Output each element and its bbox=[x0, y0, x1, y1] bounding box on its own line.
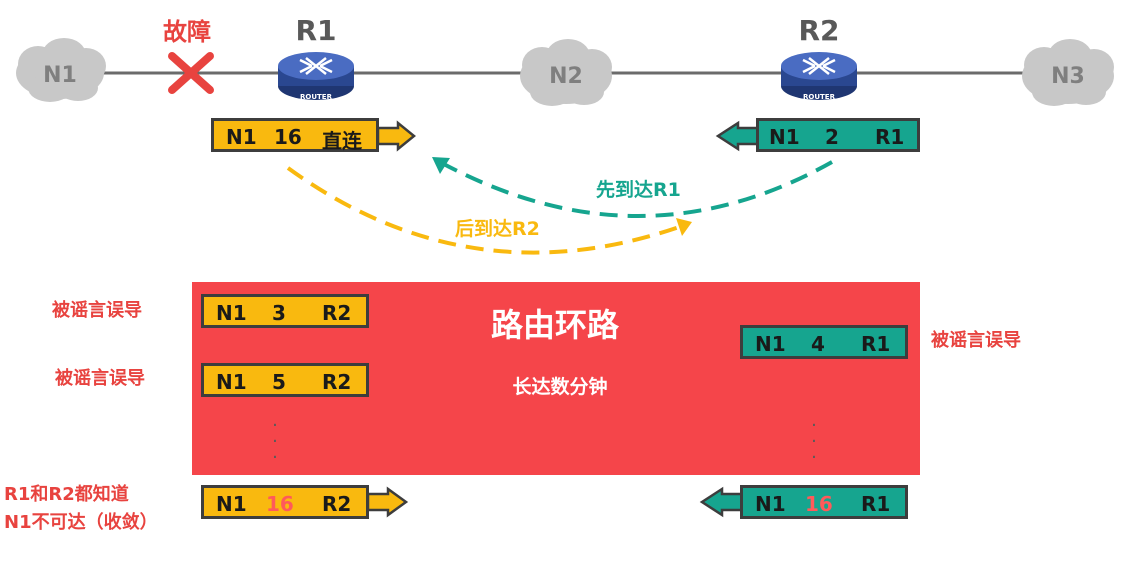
entry-next-hop: R1 bbox=[861, 332, 891, 356]
cloud-n1-shape bbox=[16, 38, 106, 102]
entry-distance: 3 bbox=[272, 301, 286, 325]
routing-loop-title: 路由环路 bbox=[490, 306, 619, 344]
entry-net: N1 bbox=[755, 332, 786, 356]
arrival-arrowhead-green bbox=[432, 157, 450, 174]
row2-entry: N1 5 R2 bbox=[201, 363, 369, 397]
entry-net: N1 bbox=[769, 125, 800, 149]
fault-label: 故障 bbox=[163, 18, 211, 46]
entry-distance: 5 bbox=[272, 370, 286, 394]
router-r2-caption: ROUTER bbox=[803, 93, 835, 101]
initial-r1-arrow bbox=[376, 120, 416, 152]
convergence-label-line1: R1和R2都知道 bbox=[4, 484, 129, 505]
entry-distance: 16 bbox=[274, 125, 302, 149]
ellipsis-right: · · · bbox=[811, 415, 817, 468]
ellipsis-left: · · · bbox=[272, 415, 278, 468]
entry-distance: 16 bbox=[805, 492, 833, 516]
entry-net: N1 bbox=[226, 125, 257, 149]
routing-loop-subtitle: 长达数分钟 bbox=[512, 376, 608, 398]
entry-next-hop: R2 bbox=[322, 301, 352, 325]
final-r2-arrow bbox=[699, 486, 744, 518]
initial-r2-entry: N1 2 R1 bbox=[756, 118, 920, 152]
arrival-arrow-green bbox=[439, 160, 833, 218]
router-r1-icon bbox=[278, 52, 354, 100]
final-r1-entry: N1 16 R2 bbox=[201, 485, 369, 519]
misled-label-1: 被谣言误导 bbox=[52, 300, 142, 321]
cloud-n3-label: N3 bbox=[1051, 64, 1085, 89]
cloud-n1-label: N1 bbox=[43, 63, 77, 88]
row1-entry: N1 3 R2 bbox=[201, 294, 369, 328]
entry-net: N1 bbox=[216, 370, 247, 394]
fault-x-icon bbox=[168, 52, 214, 94]
misled-label-2: 被谣言误导 bbox=[55, 368, 145, 389]
entry-net: N1 bbox=[216, 492, 247, 516]
cloud-n3-shape bbox=[1022, 39, 1114, 106]
initial-r1-entry: N1 16 直连 bbox=[211, 118, 379, 153]
entry-net: N1 bbox=[755, 492, 786, 516]
entry-next-hop: R2 bbox=[322, 370, 352, 394]
convergence-label-line2: N1不可达（收敛） bbox=[4, 512, 158, 533]
router-r2-icon bbox=[781, 52, 857, 100]
entry-next-hop: R1 bbox=[875, 125, 905, 149]
entry-distance: 2 bbox=[825, 125, 839, 149]
row3-entry: N1 4 R1 bbox=[740, 325, 908, 359]
final-r1-arrow bbox=[366, 486, 409, 518]
initial-r2-arrow bbox=[715, 120, 762, 152]
cloud-n2-label: N2 bbox=[549, 64, 583, 89]
entry-distance: 16 bbox=[266, 492, 294, 516]
entry-net: N1 bbox=[216, 301, 247, 325]
final-r2-entry: N1 16 R1 bbox=[740, 485, 908, 519]
arrival-arrow-yellow bbox=[286, 166, 683, 255]
entry-distance: 4 bbox=[811, 332, 825, 356]
router-r1-name: R1 bbox=[295, 14, 337, 47]
arrival-label-first: 先到达R1 bbox=[596, 179, 681, 201]
router-r2-name: R2 bbox=[798, 14, 840, 47]
arrival-label-second: 后到达R2 bbox=[455, 218, 540, 240]
cloud-n2-shape bbox=[520, 39, 612, 106]
misled-label-3: 被谣言误导 bbox=[931, 330, 1021, 351]
router-r1-caption: ROUTER bbox=[300, 93, 332, 101]
entry-next-hop: R1 bbox=[861, 492, 891, 516]
entry-next-hop: R2 bbox=[322, 492, 352, 516]
arrival-arrowhead-yellow bbox=[676, 218, 692, 236]
entry-next-hop: 直连 bbox=[322, 129, 362, 153]
